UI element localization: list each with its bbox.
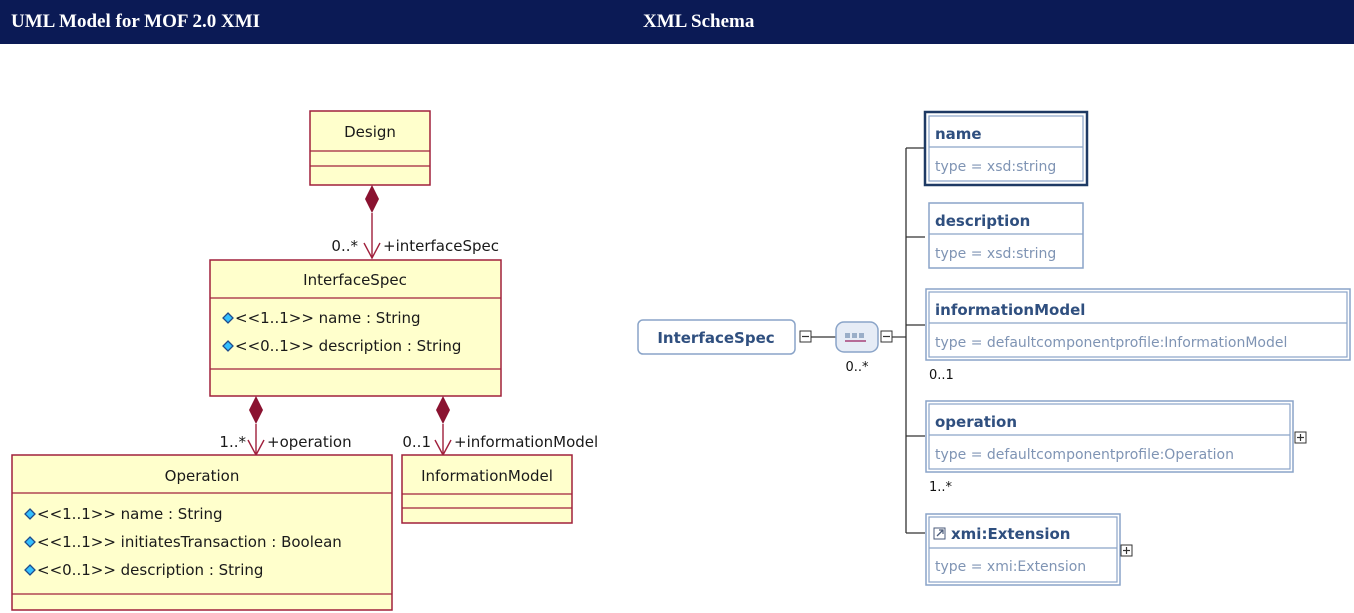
uml-class-design[interactable]: Design bbox=[309, 110, 431, 186]
operation-class-name: Operation bbox=[165, 467, 240, 485]
xsd-element-description[interactable]: description type = xsd:string bbox=[928, 202, 1084, 269]
uml-class-operation[interactable]: Operation <<1..1>> name : String <<1..1>… bbox=[11, 454, 393, 611]
operation-expand-button[interactable] bbox=[1294, 431, 1307, 444]
interface-spec-attr-description: <<0..1>> description : String bbox=[235, 337, 461, 355]
interface-spec-attr-name: <<1..1>> name : String bbox=[235, 309, 421, 327]
xsd-element-name[interactable]: name type = xsd:string bbox=[923, 110, 1089, 187]
xsd-element-name-type: type = xsd:string bbox=[935, 159, 1056, 175]
xsd-root-name: InterfaceSpec bbox=[657, 329, 774, 347]
sequence-compositor[interactable] bbox=[835, 321, 879, 353]
xsd-section-title: XML Schema bbox=[643, 11, 755, 32]
uml-assoc-information-model: 0..1 +informationModel bbox=[402, 396, 598, 457]
xsd-element-operation-type: type = defaultcomponentprofile:Operation bbox=[935, 447, 1234, 463]
operation-attr-description: <<0..1>> description : String bbox=[37, 561, 263, 579]
xsd-element-name-label: name bbox=[935, 125, 982, 143]
sequence-multiplicity: 0..* bbox=[845, 360, 869, 375]
xsd-information-model-multiplicity: 0..1 bbox=[929, 368, 954, 383]
interface-spec-multiplicity: 0..* bbox=[331, 237, 358, 255]
interface-spec-role: +interfaceSpec bbox=[383, 237, 499, 255]
xsd-element-operation-label: operation bbox=[935, 413, 1017, 431]
xsd-element-information-model[interactable]: informationModel type = defaultcomponent… bbox=[925, 288, 1351, 361]
design-class-name: Design bbox=[344, 123, 396, 141]
operation-attr-name: <<1..1>> name : String bbox=[37, 505, 223, 523]
information-model-role: +informationModel bbox=[454, 433, 598, 451]
sequence-icon bbox=[845, 333, 850, 338]
operation-multiplicity: 1..* bbox=[219, 433, 246, 451]
uml-assoc-operation: 1..* +operation bbox=[219, 396, 352, 457]
xsd-element-xmi-extension-type: type = xmi:Extension bbox=[935, 559, 1086, 575]
information-model-multiplicity: 0..1 bbox=[402, 433, 431, 451]
xsd-element-description-label: description bbox=[935, 212, 1030, 230]
operation-role: +operation bbox=[267, 433, 352, 451]
xsd-root-element[interactable]: InterfaceSpec bbox=[637, 319, 796, 355]
composition-diamond bbox=[436, 396, 450, 424]
xsd-element-information-model-type: type = defaultcomponentprofile:Informati… bbox=[935, 335, 1287, 351]
composition-diamond bbox=[365, 185, 379, 213]
uml-section-title: UML Model for MOF 2.0 XMI bbox=[11, 11, 261, 32]
xsd-element-xmi-extension[interactable]: xmi:Extension type = xmi:Extension bbox=[925, 513, 1121, 586]
xmi-extension-expand-button[interactable] bbox=[1120, 544, 1133, 557]
operation-attr-initiates-transaction: <<1..1>> initiatesTransaction : Boolean bbox=[37, 533, 342, 551]
composition-diamond bbox=[249, 396, 263, 424]
uml-class-information-model[interactable]: InformationModel bbox=[401, 454, 573, 524]
sequence-collapse-button[interactable] bbox=[880, 330, 893, 343]
uml-assoc-interface-spec: 0..* +interfaceSpec bbox=[331, 185, 499, 260]
xsd-element-description-type: type = xsd:string bbox=[935, 246, 1056, 262]
root-collapse-button[interactable] bbox=[799, 330, 812, 343]
xsd-element-xmi-extension-label: xmi:Extension bbox=[951, 525, 1070, 543]
external-reference-icon bbox=[933, 527, 946, 540]
information-model-class-name: InformationModel bbox=[421, 467, 553, 485]
xsd-operation-multiplicity: 1..* bbox=[929, 480, 953, 495]
interface-spec-class-name: InterfaceSpec bbox=[303, 271, 407, 289]
uml-class-interface-spec[interactable]: InterfaceSpec <<1..1>> name : String <<0… bbox=[209, 259, 502, 397]
xsd-element-operation[interactable]: operation type = defaultcomponentprofile… bbox=[925, 400, 1294, 473]
xsd-element-information-model-label: informationModel bbox=[935, 301, 1085, 319]
header-bar: UML Model for MOF 2.0 XMI XML Schema bbox=[0, 0, 1354, 44]
